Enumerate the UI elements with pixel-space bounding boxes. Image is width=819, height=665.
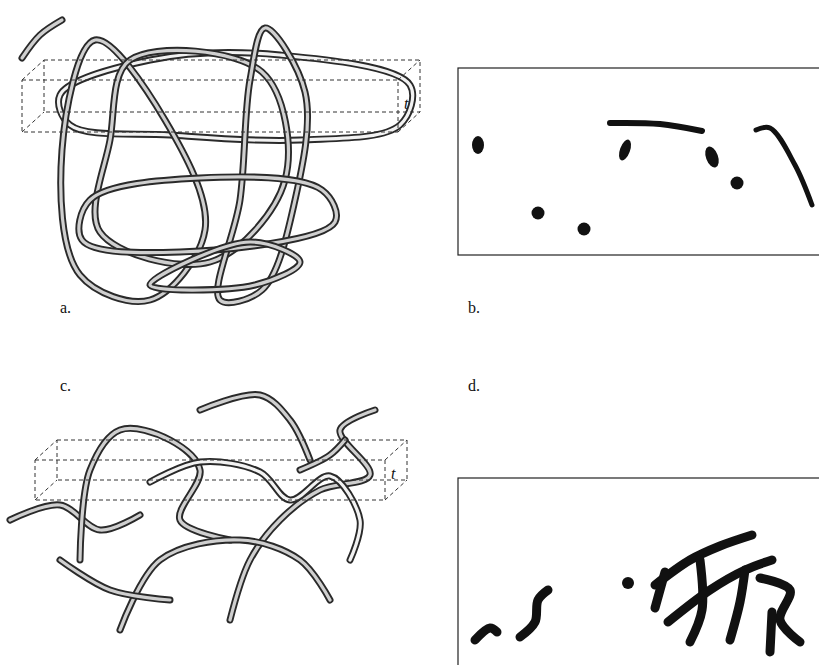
panel-label: d. xyxy=(468,378,480,394)
tube-core xyxy=(230,410,375,620)
tube-outline xyxy=(150,461,360,560)
panel-b-section xyxy=(458,68,819,255)
panel-label: c. xyxy=(60,378,71,394)
tube-outline xyxy=(120,540,330,630)
tube-core xyxy=(10,505,140,530)
slab-box xyxy=(35,440,407,500)
tube-core xyxy=(300,440,345,470)
tube-outline xyxy=(230,410,375,620)
tube-outline xyxy=(79,177,337,253)
tube-outline xyxy=(95,50,288,264)
tube-outline xyxy=(218,28,308,303)
tube-core xyxy=(150,242,300,290)
tube-core xyxy=(79,177,337,253)
tube-outline xyxy=(200,395,310,460)
panel-label: b. xyxy=(468,300,480,316)
panel-d-section xyxy=(458,478,819,665)
tube-core xyxy=(120,540,330,630)
tube-outline xyxy=(300,440,345,470)
panel-a-tubes xyxy=(22,20,420,303)
thickness-label: t xyxy=(391,466,395,482)
panel-c-tubes xyxy=(10,395,407,630)
tube-outline xyxy=(150,242,300,290)
tube-core xyxy=(200,395,310,460)
tube-outline xyxy=(22,20,62,58)
tube-outline xyxy=(10,505,140,530)
tube-core xyxy=(218,28,308,303)
panel-label: a. xyxy=(60,300,71,316)
thickness-label: t xyxy=(404,96,408,112)
tube-outline xyxy=(60,560,170,600)
slab-box xyxy=(22,60,420,132)
tube-core xyxy=(60,560,170,600)
tube-core xyxy=(150,461,360,560)
tube-core xyxy=(22,20,62,58)
tube-core xyxy=(95,50,288,264)
